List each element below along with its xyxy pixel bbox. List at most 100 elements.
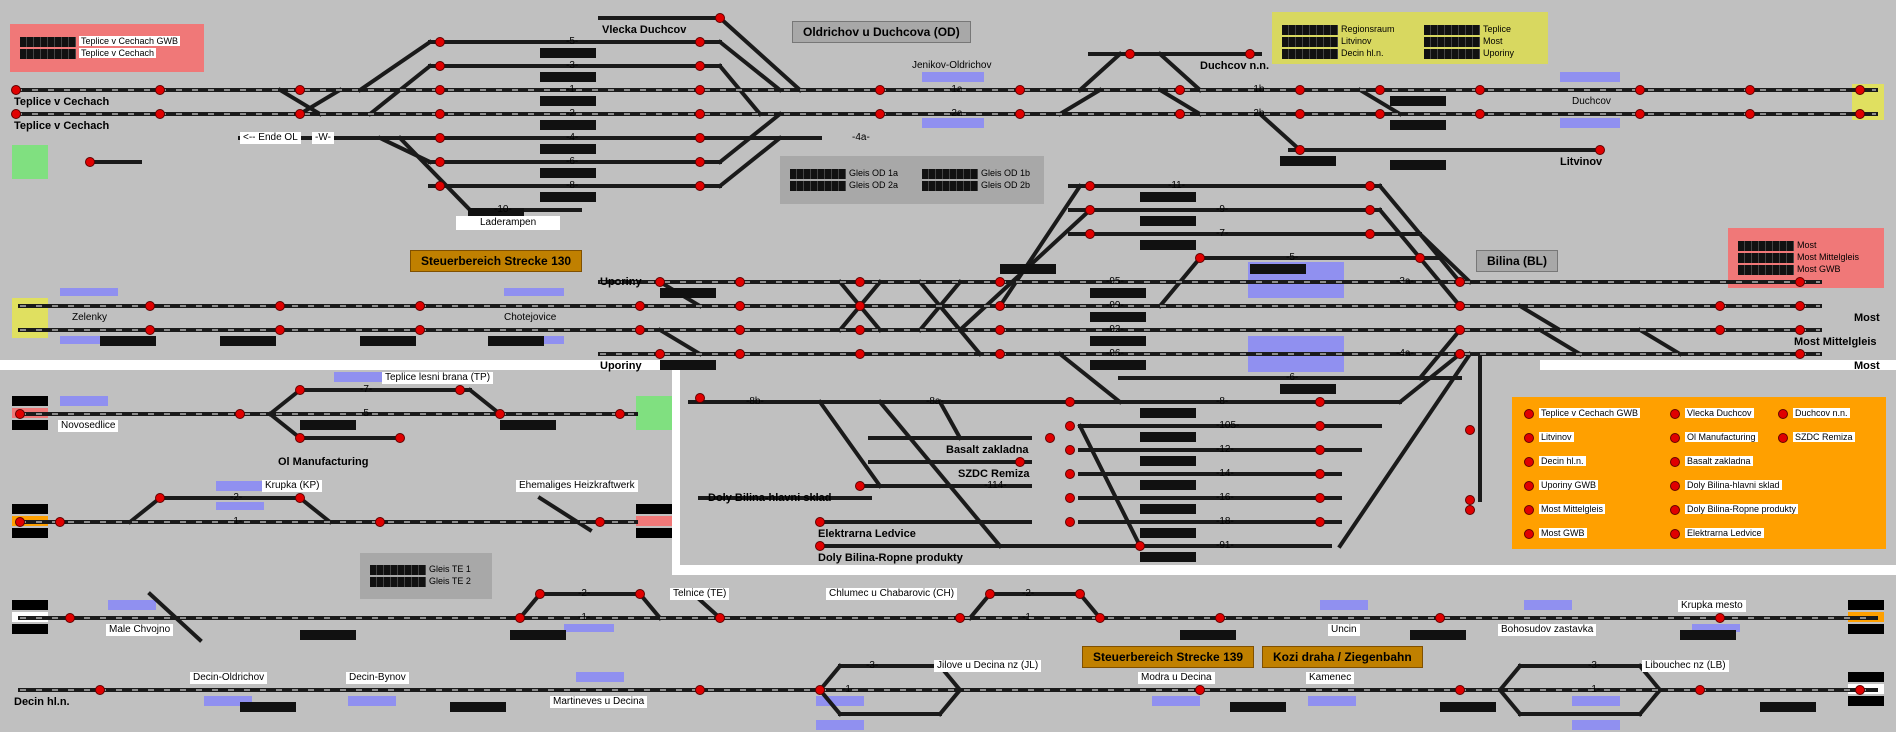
signal-icon[interactable] [1135,541,1145,551]
signal-icon[interactable] [155,493,165,503]
signal-icon[interactable] [615,409,625,419]
signal-icon[interactable] [495,409,505,419]
signal-icon[interactable] [1315,397,1325,407]
signal-icon[interactable] [1745,85,1755,95]
signal-icon[interactable] [1595,145,1605,155]
signal-icon[interactable] [295,385,305,395]
legend-doly-bilina[interactable]: Doly Bilina-hlavni sklad [1670,480,1782,491]
signal-icon[interactable] [635,301,645,311]
signal-icon[interactable] [1015,109,1025,119]
legend-uporiny-gwb[interactable]: Uporiny GWB [1524,480,1599,491]
signal-icon[interactable] [1315,421,1325,431]
signal-icon[interactable] [1315,517,1325,527]
signal-icon[interactable] [1715,613,1725,623]
signal-icon[interactable] [695,61,705,71]
signal-icon[interactable] [695,181,705,191]
signal-icon[interactable] [1465,495,1475,505]
signal-icon[interactable] [65,613,75,623]
regionsraum-row[interactable]: Regionsraum [1282,24,1395,35]
signal-icon[interactable] [145,325,155,335]
signal-icon[interactable] [995,301,1005,311]
signal-icon[interactable] [1175,109,1185,119]
signal-icon[interactable] [875,109,885,119]
legend-duchcov-nn[interactable]: Duchcov n.n. [1778,408,1850,419]
signal-icon[interactable] [375,517,385,527]
signal-icon[interactable] [1195,253,1205,263]
signal-icon[interactable] [995,325,1005,335]
signal-icon[interactable] [1855,109,1865,119]
signal-icon[interactable] [815,541,825,551]
signal-icon[interactable] [695,685,705,695]
signal-icon[interactable] [15,409,25,419]
signal-icon[interactable] [1475,85,1485,95]
signal-icon[interactable] [395,433,405,443]
signal-icon[interactable] [11,85,21,95]
signal-icon[interactable] [695,85,705,95]
signal-icon[interactable] [435,133,445,143]
signal-icon[interactable] [1365,229,1375,239]
signal-icon[interactable] [1315,445,1325,455]
signal-icon[interactable] [715,13,725,23]
signal-icon[interactable] [855,301,865,311]
signal-icon[interactable] [1065,397,1075,407]
signal-icon[interactable] [235,409,245,419]
signal-icon[interactable] [295,109,305,119]
signal-icon[interactable] [1245,49,1255,59]
od-1a-row[interactable]: Gleis OD 1a [790,168,898,179]
te-2-row[interactable]: Gleis TE 2 [370,576,471,587]
signal-icon[interactable] [15,517,25,527]
legend-basalt[interactable]: Basalt zakladna [1670,456,1753,467]
signal-icon[interactable] [655,277,665,287]
signal-icon[interactable] [695,393,705,403]
signal-icon[interactable] [1795,349,1805,359]
signal-icon[interactable] [995,277,1005,287]
teplice-row[interactable]: Teplice [1424,24,1511,35]
signal-icon[interactable] [1455,349,1465,359]
decin-row[interactable]: Decin hl.n. [1282,48,1384,59]
signal-icon[interactable] [1745,109,1755,119]
signal-icon[interactable] [515,613,525,623]
signal-icon[interactable] [1475,109,1485,119]
od-2a-row[interactable]: Gleis OD 2a [790,180,898,191]
signal-icon[interactable] [1695,685,1705,695]
signal-icon[interactable] [1295,85,1305,95]
signal-icon[interactable] [1455,301,1465,311]
signal-icon[interactable] [1855,85,1865,95]
signal-icon[interactable] [1085,205,1095,215]
signal-icon[interactable] [415,301,425,311]
signal-icon[interactable] [1375,109,1385,119]
signal-icon[interactable] [995,349,1005,359]
legend-doly-ropne[interactable]: Doly Bilina-Ropne produkty [1670,504,1799,515]
signal-icon[interactable] [735,349,745,359]
signal-icon[interactable] [155,109,165,119]
signal-icon[interactable] [1365,205,1375,215]
signal-icon[interactable] [275,301,285,311]
signal-icon[interactable] [1075,589,1085,599]
signal-icon[interactable] [735,301,745,311]
signal-icon[interactable] [1375,85,1385,95]
signal-icon[interactable] [1195,685,1205,695]
teplice-gwb-row[interactable]: Teplice v Cechach GWB [20,36,181,47]
signal-icon[interactable] [295,85,305,95]
teplice-row[interactable]: Teplice v Cechach [20,48,157,59]
signal-icon[interactable] [295,493,305,503]
most-mittelgleis-row[interactable]: Most Mittelgleis [1738,252,1859,263]
signal-icon[interactable] [735,277,745,287]
signal-icon[interactable] [855,277,865,287]
signal-icon[interactable] [1795,301,1805,311]
signal-icon[interactable] [1455,325,1465,335]
signal-icon[interactable] [435,157,445,167]
signal-icon[interactable] [985,589,995,599]
signal-icon[interactable] [1065,493,1075,503]
most-row[interactable]: Most [1424,36,1503,47]
signal-icon[interactable] [695,37,705,47]
signal-icon[interactable] [1085,181,1095,191]
signal-icon[interactable] [595,517,605,527]
signal-icon[interactable] [1795,325,1805,335]
signal-icon[interactable] [145,301,155,311]
signal-icon[interactable] [435,61,445,71]
signal-icon[interactable] [295,433,305,443]
signal-icon[interactable] [435,181,445,191]
signal-icon[interactable] [1095,613,1105,623]
signal-icon[interactable] [1795,277,1805,287]
